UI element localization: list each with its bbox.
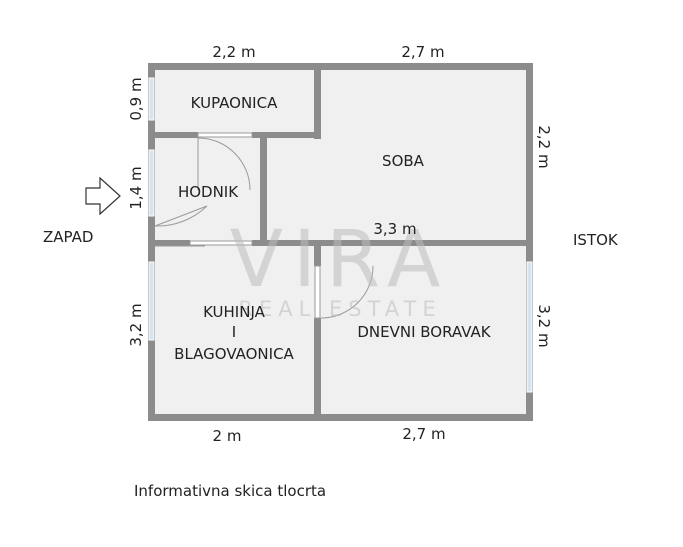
room-label-kitchen-1: KUHINJA bbox=[203, 303, 265, 321]
dim-right-living: 3,2 m bbox=[535, 304, 553, 347]
door-swing-entry bbox=[154, 205, 208, 227]
room-label-kitchen-3: BLAGOVAONICA bbox=[174, 345, 294, 363]
dim-left-hallway: 1,4 m bbox=[127, 166, 145, 209]
wall-north bbox=[148, 63, 533, 70]
walls bbox=[148, 63, 533, 421]
door-openings bbox=[189, 132, 321, 319]
wall-east bbox=[526, 63, 533, 421]
door-swing-bath bbox=[197, 137, 251, 191]
windows bbox=[148, 77, 533, 393]
wall-kitchen-living-top bbox=[314, 246, 321, 266]
watermark-tagline: REAL ESTATE bbox=[238, 297, 441, 321]
room-label-living: DNEVNI BORAVAK bbox=[357, 323, 491, 341]
entry-arrow-icon bbox=[85, 176, 121, 216]
dim-right-bedroom: 2,2 m bbox=[535, 125, 553, 168]
dim-bottom-right: 2,7 m bbox=[402, 425, 445, 443]
window-bathroom bbox=[148, 77, 155, 121]
wall-bath-hall-left bbox=[148, 132, 198, 138]
direction-west: ZAPAD bbox=[43, 228, 93, 246]
dim-inner-wall: 3,3 m bbox=[373, 220, 416, 238]
dim-top-right: 2,7 m bbox=[401, 43, 444, 61]
door-swing-living bbox=[320, 265, 374, 319]
wall-south bbox=[148, 414, 533, 421]
room-label-kitchen-2: I bbox=[232, 323, 236, 341]
door-swings bbox=[154, 137, 374, 319]
window-living bbox=[526, 261, 533, 393]
dim-top-left: 2,2 m bbox=[212, 43, 255, 61]
wall-hall-kitchen-left bbox=[148, 240, 190, 246]
door-kitchen-frame bbox=[189, 240, 253, 246]
room-label-bedroom: SOBA bbox=[382, 152, 425, 170]
wall-hall-bedroom bbox=[260, 138, 267, 242]
window-hallway bbox=[148, 149, 155, 217]
dim-left-bathroom: 0,9 m bbox=[127, 77, 145, 120]
wall-kitchen-living-bottom bbox=[314, 318, 321, 421]
room-label-hallway: HODNIK bbox=[178, 183, 239, 201]
direction-east: ISTOK bbox=[573, 231, 619, 249]
wall-bath-bedroom bbox=[314, 63, 321, 139]
window-kitchen bbox=[148, 261, 155, 341]
dim-left-kitchen: 3,2 m bbox=[127, 303, 145, 346]
room-label-bathroom: KUPAONICA bbox=[191, 94, 278, 112]
wall-bath-hall-right bbox=[252, 132, 321, 138]
watermark-brand: VIRA bbox=[230, 215, 451, 305]
wall-bedroom-living bbox=[252, 240, 526, 246]
door-bath-frame bbox=[197, 132, 253, 138]
watermark: VIRA REAL ESTATE bbox=[230, 215, 451, 321]
dim-bottom-left: 2 m bbox=[213, 427, 242, 445]
door-living-frame bbox=[314, 265, 321, 319]
plan-caption: Informativna skica tlocrta bbox=[134, 482, 327, 500]
